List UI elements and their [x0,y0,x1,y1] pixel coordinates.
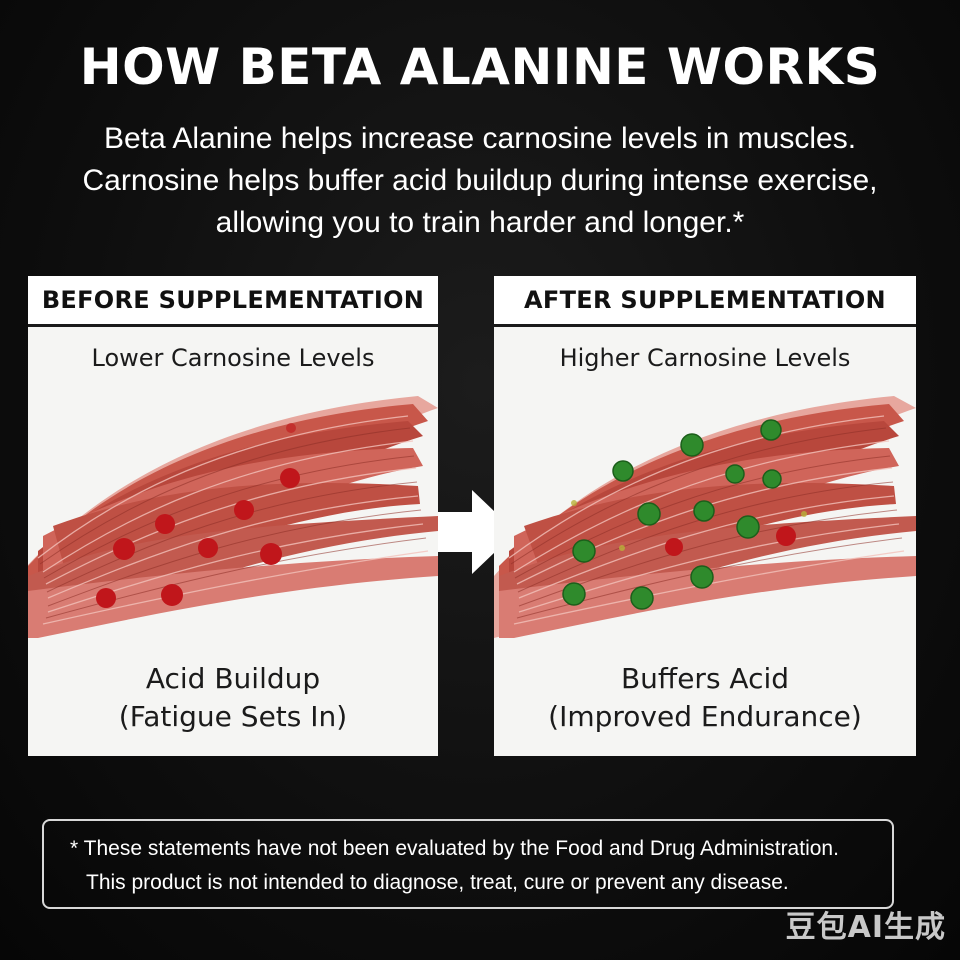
carnosine-particle [572,539,596,563]
after-subtitle: Higher Carnosine Levels [559,344,851,372]
acid-particles [665,526,796,556]
after-result-line: Buffers Acid [620,662,790,695]
acid-particle [260,543,282,565]
carnosine-particles [562,419,782,610]
before-result: Acid Buildup (Fatigue Sets In) [28,660,438,736]
carnosine-particle [760,419,782,441]
acid-particle [280,468,300,488]
acid-particles [96,423,300,608]
after-heading: AFTER SUPPLEMENTATION [494,276,916,327]
acid-particle [113,538,135,560]
arrow-right-icon [438,490,516,574]
after-result-line: (Improved Endurance) [548,700,862,733]
acid-particle [776,526,796,546]
muscle-fiber-bundle [28,396,438,638]
carnosine-particle [736,515,760,539]
acid-particle [665,538,683,556]
acid-particle [198,538,218,558]
carnosine-particle [693,500,715,522]
disclaimer-line: This product is not intended to diagnose… [86,871,789,894]
carnosine-particle [637,502,661,526]
intro-line: Carnosine helps buffer acid buildup duri… [82,164,878,197]
trace-particles [571,500,807,551]
intro-line: Beta Alanine helps increase carnosine le… [103,122,857,155]
acid-particle [96,588,116,608]
watermark: 豆包AI生成 [785,910,946,945]
carnosine-particle [725,464,745,484]
before-result-line: (Fatigue Sets In) [118,700,348,733]
acid-particle [234,500,254,520]
disclaimer-line: * These statements have not been evaluat… [70,837,839,860]
acid-particle [155,514,175,534]
fda-disclaimer: * These statements have not been evaluat… [42,819,894,909]
before-heading: BEFORE SUPPLEMENTATION [28,276,438,327]
before-subtitle: Lower Carnosine Levels [91,344,375,372]
after-muscle-illustration [494,396,916,638]
carnosine-particle [630,586,654,610]
intro-line: allowing you to train harder and longer.… [215,206,745,239]
before-result-line: Acid Buildup [145,662,321,695]
page-title: HOW BETA ALANINE WORKS [79,38,881,96]
acid-particle [286,423,296,433]
carnosine-particle [762,469,782,489]
carnosine-particle [562,582,586,606]
before-muscle-illustration [28,396,438,638]
carnosine-particle [680,433,704,457]
before-panel: BEFORE SUPPLEMENTATION Lower Carnosine L… [28,276,438,756]
after-panel: AFTER SUPPLEMENTATION Higher Carnosine L… [494,276,916,756]
intro-text: Beta Alanine helps increase carnosine le… [40,118,920,244]
carnosine-particle [612,460,634,482]
after-result: Buffers Acid (Improved Endurance) [494,660,916,736]
acid-particle [161,584,183,606]
carnosine-particle [690,565,714,589]
